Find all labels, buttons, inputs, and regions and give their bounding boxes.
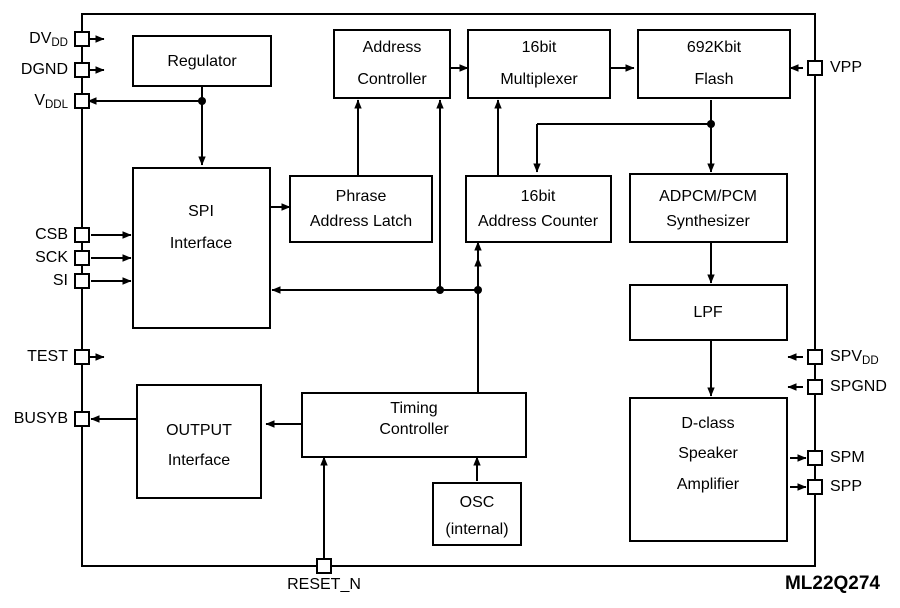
block-label-spi-line2: Interface: [170, 235, 232, 252]
pin-label-spvdd: SPVDD: [830, 348, 879, 367]
block-osc[interactable]: OSC (internal): [432, 482, 522, 546]
block-label-regulator: Regulator: [167, 53, 237, 70]
pin-label-vpp: VPP: [830, 59, 862, 76]
pin-label-busyb: BUSYB: [14, 410, 68, 427]
pin-reset-n[interactable]: RESET_N: [287, 558, 361, 593]
block-label-flash-line2: Flash: [694, 71, 733, 88]
block-label-timing-line1: Timing: [390, 400, 437, 417]
block-lpf[interactable]: LPF: [629, 284, 788, 341]
block-synthesizer[interactable]: ADPCM/PCM Synthesizer: [629, 173, 788, 243]
pin-sck[interactable]: SCK: [35, 249, 90, 266]
pin-spp[interactable]: SPP: [807, 478, 862, 495]
block-label-phrase-line2: Address Latch: [310, 213, 412, 230]
pin-label-reset-n: RESET_N: [287, 576, 361, 593]
block-label-osc-line2: (internal): [445, 521, 508, 538]
block-label-flash-line1: 692Kbit: [687, 39, 742, 56]
block-address-counter[interactable]: 16bit Address Counter: [465, 175, 612, 243]
block-phrase-address-latch[interactable]: Phrase Address Latch: [289, 175, 433, 243]
pin-busyb[interactable]: BUSYB: [14, 410, 90, 427]
block-label-osc-line1: OSC: [460, 494, 495, 511]
pin-vpp[interactable]: VPP: [807, 59, 862, 76]
block-label-amp-line1: D-class: [681, 415, 734, 432]
pin-label-csb: CSB: [35, 226, 68, 243]
block-label-synth-line1: ADPCM/PCM: [659, 188, 757, 205]
pin-test[interactable]: TEST: [27, 348, 90, 365]
block-output-interface[interactable]: OUTPUT Interface: [136, 384, 262, 499]
block-label-multiplexer-line2: Multiplexer: [500, 71, 578, 88]
wires: [82, 35, 807, 566]
block-label-amp-line3: Amplifier: [677, 476, 740, 493]
block-label-address-controller-line1: Address: [363, 39, 422, 56]
pin-label-dgnd: DGND: [21, 61, 68, 78]
block-speaker-amplifier[interactable]: D-class Speaker Amplifier: [629, 397, 788, 542]
block-label-output-line1: OUTPUT: [166, 422, 232, 439]
block-label-synth-line2: Synthesizer: [666, 213, 750, 230]
pin-label-dvdd: DVDD: [29, 30, 68, 49]
block-label-multiplexer-line1: 16bit: [522, 39, 557, 56]
pin-spm[interactable]: SPM: [807, 449, 865, 466]
pin-label-test: TEST: [27, 348, 68, 365]
block-flash[interactable]: 692Kbit Flash: [637, 29, 791, 99]
pin-label-spgnd: SPGND: [830, 378, 887, 395]
block-label-address-controller-line2: Controller: [357, 71, 427, 88]
pin-dgnd[interactable]: DGND: [21, 61, 90, 78]
pin-csb[interactable]: CSB: [35, 226, 90, 243]
block-label-timing-line2: Controller: [379, 421, 449, 438]
block-timing-controller[interactable]: Timing Controller: [301, 392, 527, 458]
block-spi-interface[interactable]: SPI Interface: [132, 167, 271, 329]
block-regulator[interactable]: Regulator: [132, 35, 272, 87]
part-number-label: ML22Q274: [785, 573, 880, 594]
pin-label-sck: SCK: [35, 249, 68, 266]
pin-label-spp: SPP: [830, 478, 862, 495]
pin-vddl[interactable]: VDDL: [34, 92, 90, 111]
block-label-lpf: LPF: [693, 304, 723, 321]
block-multiplexer[interactable]: 16bit Multiplexer: [467, 29, 611, 99]
block-label-amp-line2: Speaker: [678, 445, 738, 462]
block-label-output-line2: Interface: [168, 452, 230, 469]
pin-dvdd[interactable]: DVDD: [29, 30, 90, 49]
block-label-addr-counter-line2: Address Counter: [478, 213, 599, 230]
pin-spgnd[interactable]: SPGND: [807, 378, 887, 395]
chip-boundary: [81, 13, 816, 567]
pin-label-spm: SPM: [830, 449, 865, 466]
pin-label-si: SI: [53, 272, 68, 289]
block-address-controller[interactable]: Address Controller: [333, 29, 451, 99]
block-label-addr-counter-line1: 16bit: [521, 188, 556, 205]
pin-si[interactable]: SI: [53, 272, 90, 289]
block-label-spi-line1: SPI: [188, 203, 214, 220]
pin-spvdd[interactable]: SPVDD: [807, 348, 879, 367]
block-label-phrase-line1: Phrase: [336, 188, 387, 205]
pin-label-vddl: VDDL: [34, 92, 68, 111]
